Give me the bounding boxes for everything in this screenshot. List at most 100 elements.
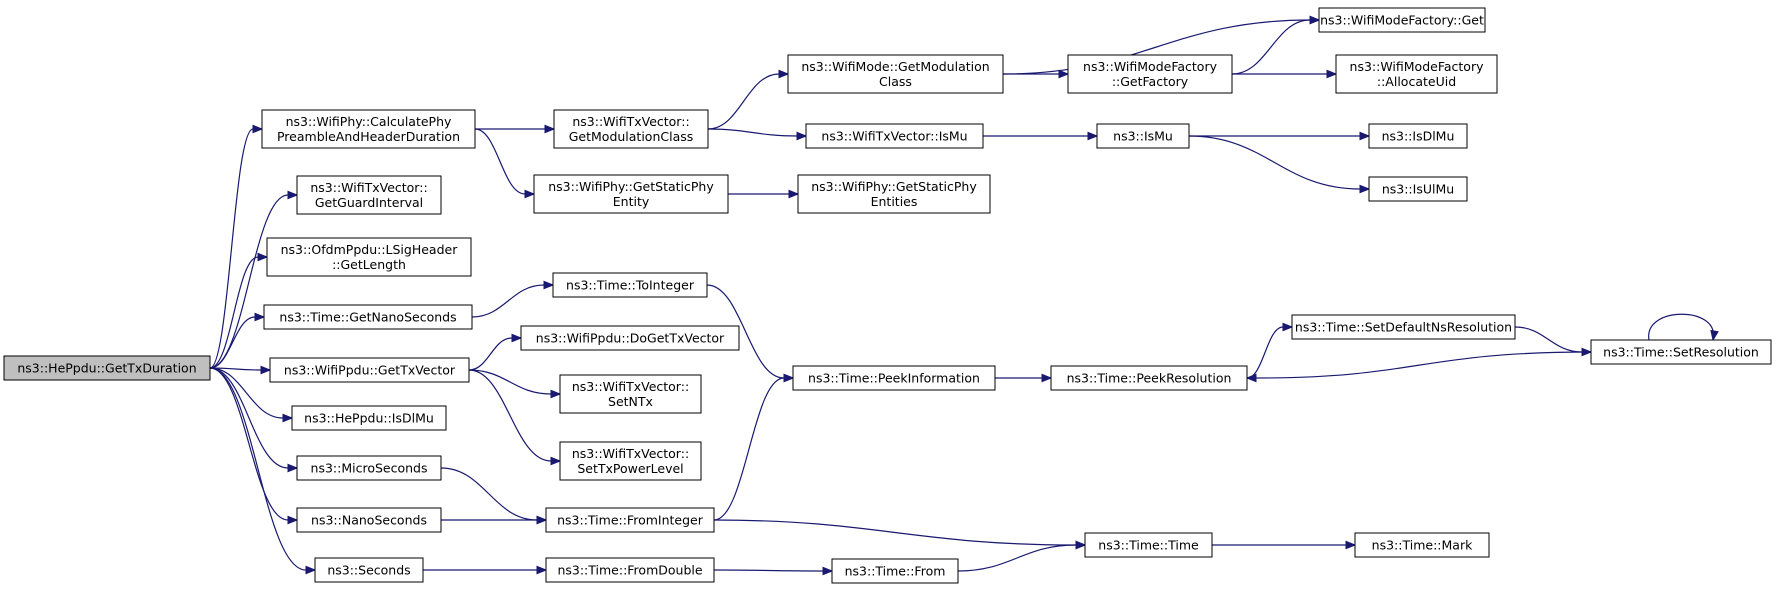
edge-seconds-to-from-double xyxy=(423,565,548,575)
edge-micro-to-from-integer xyxy=(440,467,548,525)
edge-nano-get-to-to-integer xyxy=(471,280,555,318)
edge-is-mu-to-is-dl-mu xyxy=(1189,131,1371,141)
node-set-default-ns[interactable]: ns3::Time::SetDefaultNsResolution xyxy=(1291,314,1516,340)
node-label: ns3::WifiPhy::CalculatePhy xyxy=(286,114,452,129)
node-time-mark[interactable]: ns3::Time::Mark xyxy=(1354,532,1490,558)
node-is-mu[interactable]: ns3::IsMu xyxy=(1096,123,1190,149)
node-micro[interactable]: ns3::MicroSeconds xyxy=(296,455,442,481)
node-lsig[interactable]: ns3::OfdmPpdu::LSigHeader::GetLength xyxy=(266,237,472,277)
node-box xyxy=(266,237,472,277)
edge-peek-info-to-peek-res xyxy=(994,373,1053,383)
node-label: ns3::WifiModeFactory::Get xyxy=(1320,13,1484,28)
node-box xyxy=(261,109,476,149)
node-is-dl-mu-he[interactable]: ns3::HePpdu::IsDlMu xyxy=(291,405,447,431)
node-nano-get[interactable]: ns3::Time::GetNanoSeconds xyxy=(263,304,473,330)
node-label: Entity xyxy=(613,194,650,209)
node-box xyxy=(1067,54,1233,94)
node-label: ns3::WifiTxVector:: xyxy=(310,180,427,195)
node-from-double[interactable]: ns3::Time::FromDouble xyxy=(545,557,715,583)
edge-arrowhead xyxy=(252,124,264,134)
node-box xyxy=(1335,54,1498,94)
edge-arrowhead xyxy=(1309,15,1321,25)
node-label: ns3::WifiModeFactory xyxy=(1350,59,1485,74)
edge-arrowhead xyxy=(511,333,523,343)
edge-get-factory-to-factory-get xyxy=(1231,15,1321,75)
node-get-tx-vec[interactable]: ns3::WifiPpdu::GetTxVector xyxy=(269,357,470,383)
edge-arrowhead xyxy=(1282,322,1294,332)
node-label: ns3::WifiTxVector:: xyxy=(572,379,689,394)
node-mode-get-mod-class[interactable]: ns3::WifiMode::GetModulationClass xyxy=(787,54,1004,94)
edge-root-to-seconds xyxy=(209,367,317,575)
edge-arrowhead xyxy=(305,565,317,575)
node-label: ns3::WifiTxVector:: xyxy=(572,114,689,129)
edge-line xyxy=(1648,313,1714,341)
edge-get-tx-vec-to-do-get-tx-vec xyxy=(468,333,523,371)
node-from-integer[interactable]: ns3::Time::FromInteger xyxy=(545,507,715,533)
node-label: ns3::WifiTxVector:: xyxy=(572,446,689,461)
edge-nano-to-from-integer xyxy=(441,515,548,525)
edge-line xyxy=(209,256,259,369)
node-label: ns3::Time::ToInteger xyxy=(566,278,695,293)
edge-line xyxy=(474,128,526,195)
node-box xyxy=(1096,123,1190,149)
edge-line xyxy=(1246,326,1284,379)
node-factory-get[interactable]: ns3::WifiModeFactory::Get xyxy=(1318,7,1486,33)
edge-arrowhead xyxy=(1087,131,1099,141)
node-is-mu-tx[interactable]: ns3::WifiTxVector::IsMu xyxy=(805,123,984,149)
edge-calc-phy-to-get-mod-class-tx xyxy=(474,124,556,134)
edge-line xyxy=(468,369,552,462)
edge-arrowhead xyxy=(1041,373,1053,383)
edge-line xyxy=(209,367,289,521)
node-is-dl-mu[interactable]: ns3::IsDlMu xyxy=(1368,123,1468,149)
node-set-ntx[interactable]: ns3::WifiTxVector::SetNTx xyxy=(559,374,702,414)
edge-arrowhead xyxy=(1359,131,1371,141)
edge-arrowhead xyxy=(524,189,536,199)
node-alloc-uid[interactable]: ns3::WifiModeFactory::AllocateUid xyxy=(1335,54,1498,94)
edge-line xyxy=(707,73,780,130)
edge-line xyxy=(1255,351,1592,379)
node-label: ns3::WifiPhy::GetStaticPhy xyxy=(811,179,977,194)
node-label: ns3::WifiModeFactory xyxy=(1083,59,1218,74)
node-label: ns3::IsDlMu xyxy=(1382,129,1455,144)
edge-line xyxy=(707,128,798,137)
node-peek-res[interactable]: ns3::Time::PeekResolution xyxy=(1050,365,1248,391)
node-box xyxy=(1084,532,1213,558)
edge-root-to-lsig xyxy=(209,252,269,369)
node-seconds[interactable]: ns3::Seconds xyxy=(314,557,424,583)
node-do-get-tx-vec[interactable]: ns3::WifiPpdu::DoGetTxVector xyxy=(520,325,740,351)
node-calc-phy[interactable]: ns3::WifiPhy::CalculatePhyPreambleAndHea… xyxy=(261,109,476,149)
node-get-factory[interactable]: ns3::WifiModeFactory::GetFactory xyxy=(1067,54,1233,94)
node-to-integer[interactable]: ns3::Time::ToInteger xyxy=(552,272,708,298)
edge-from-integer-to-peek-info xyxy=(713,373,795,521)
edge-line xyxy=(957,544,1077,572)
node-label: ns3::WifiPpdu::GetTxVector xyxy=(284,363,456,378)
node-box xyxy=(797,174,991,214)
node-label: ns3::IsMu xyxy=(1113,129,1173,144)
node-nano[interactable]: ns3::NanoSeconds xyxy=(296,507,442,533)
node-box xyxy=(787,54,1004,94)
edge-arrowhead xyxy=(282,413,294,423)
node-label: ns3::Time::FromDouble xyxy=(557,563,702,578)
node-is-ul-mu[interactable]: ns3::IsUlMu xyxy=(1368,176,1468,202)
node-get-mod-class-tx[interactable]: ns3::WifiTxVector::GetModulationClass xyxy=(553,109,709,149)
edge-arrowhead xyxy=(822,566,834,576)
node-set-tx-power[interactable]: ns3::WifiTxVector::SetTxPowerLevel xyxy=(559,441,702,481)
node-guard[interactable]: ns3::WifiTxVector::GetGuardInterval xyxy=(296,175,442,215)
node-box xyxy=(1590,339,1772,365)
node-box xyxy=(314,557,424,583)
node-box xyxy=(831,558,959,584)
node-set-res[interactable]: ns3::Time::SetResolution xyxy=(1590,339,1772,365)
edge-root-to-micro xyxy=(209,367,299,473)
node-label: ns3::Time::SetDefaultNsResolution xyxy=(1295,320,1512,335)
edge-line xyxy=(1514,326,1583,353)
node-time-time[interactable]: ns3::Time::Time xyxy=(1084,532,1213,558)
edge-arrowhead xyxy=(550,456,562,466)
node-time-from[interactable]: ns3::Time::From xyxy=(831,558,959,584)
node-root[interactable]: ns3::HePpdu::GetTxDuration xyxy=(3,355,211,381)
node-label: ns3::Time::SetResolution xyxy=(1603,345,1759,360)
node-peek-info[interactable]: ns3::Time::PeekInformation xyxy=(792,365,996,391)
node-label: ::GetLength xyxy=(332,257,406,272)
node-label: ns3::Time::GetNanoSeconds xyxy=(279,310,456,325)
